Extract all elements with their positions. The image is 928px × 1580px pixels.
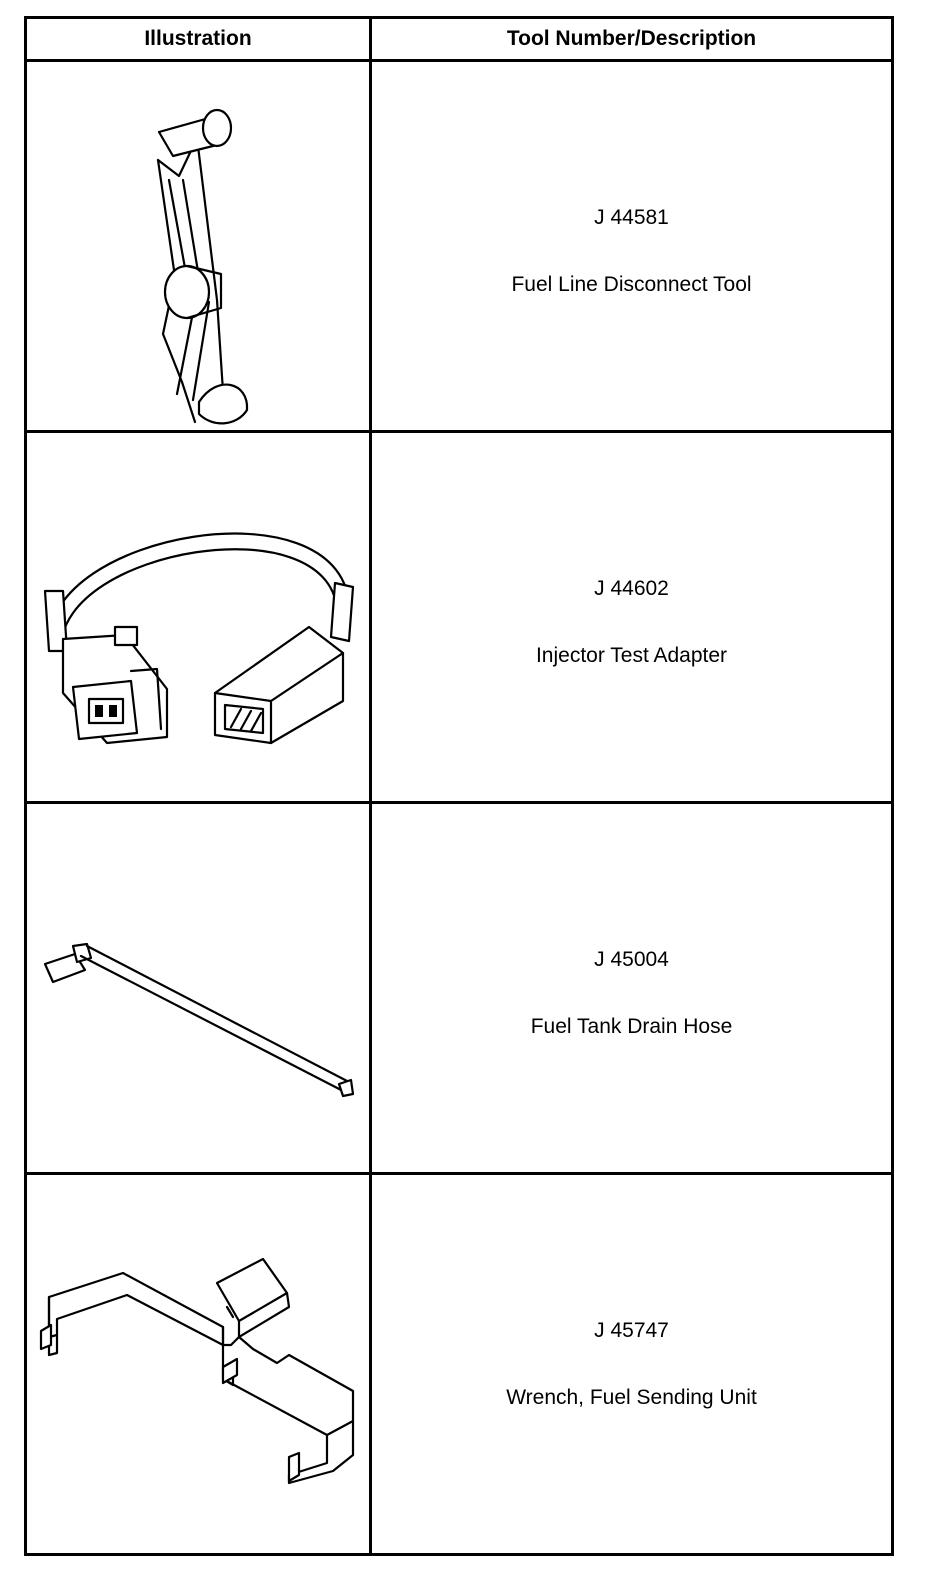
- tool-description: Injector Test Adapter: [535, 644, 728, 667]
- table-row: J 45004 Fuel Tank Drain Hose: [372, 804, 891, 1172]
- header-divider: [27, 59, 891, 62]
- table-row: J 44581 Fuel Line Disconnect Tool: [372, 62, 891, 430]
- fuel-tank-drain-hose-icon: [43, 942, 355, 1098]
- table-row-illustration: [27, 433, 369, 801]
- tool-description: Fuel Line Disconnect Tool: [511, 273, 752, 296]
- illustration-header: Illustration: [144, 27, 252, 50]
- tool-description: Fuel Tank Drain Hose: [530, 1015, 733, 1038]
- table-row: J 44602 Injector Test Adapter: [372, 433, 891, 801]
- table-row-illustration: [27, 62, 369, 430]
- tool-header: Tool Number/Description: [506, 27, 757, 50]
- tool-description: Wrench, Fuel Sending Unit: [506, 1386, 757, 1409]
- tool-number: J 44602: [594, 577, 669, 600]
- fuel-line-disconnect-tool-icon: [156, 108, 249, 425]
- table-row-illustration: [27, 804, 369, 1172]
- row-divider: [27, 430, 891, 433]
- tools-table: Illustration Tool Number/Description J 4…: [24, 16, 894, 1556]
- tool-number: J 44581: [594, 206, 669, 229]
- fuel-sending-unit-wrench-icon: [39, 1257, 355, 1485]
- row-divider: [27, 1172, 891, 1175]
- table-row: J 45747 Wrench, Fuel Sending Unit: [372, 1175, 891, 1543]
- row-divider: [27, 801, 891, 804]
- column-divider: [369, 19, 372, 1553]
- tool-number: J 45004: [594, 948, 669, 971]
- table-row-illustration: [27, 1175, 369, 1543]
- injector-test-adapter-icon: [43, 532, 355, 745]
- tool-number: J 45747: [594, 1319, 669, 1342]
